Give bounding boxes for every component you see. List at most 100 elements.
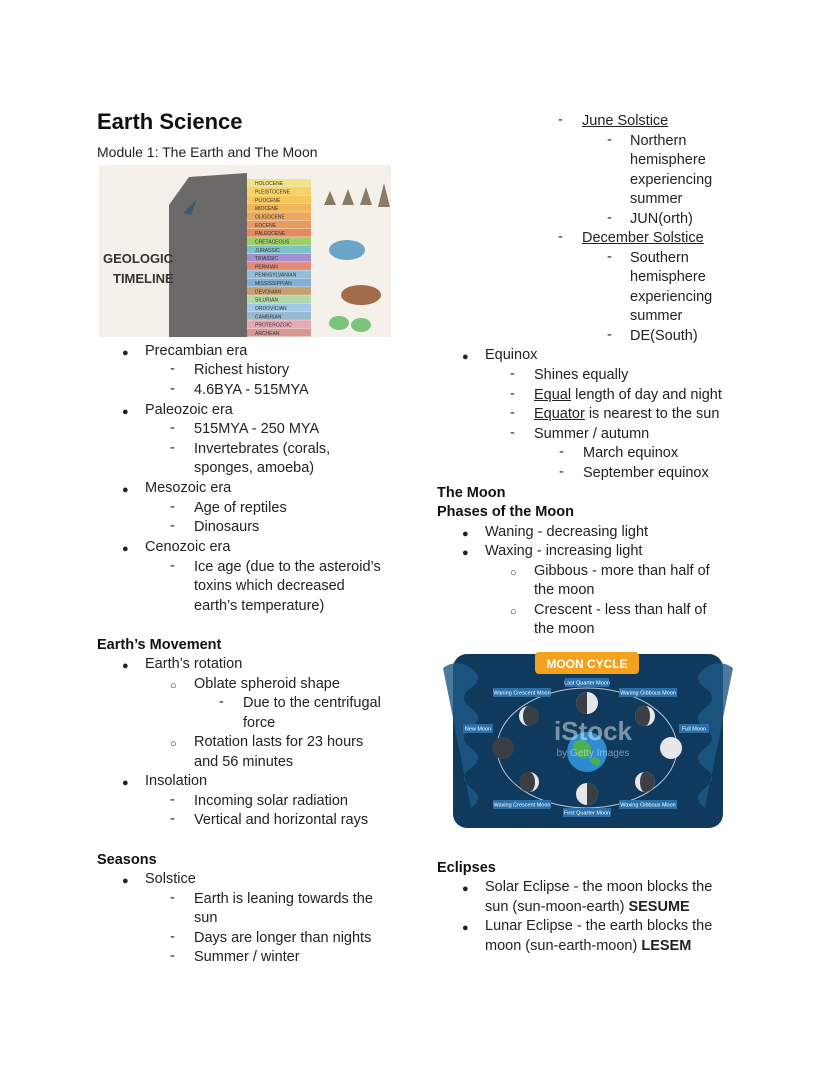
geologic-era-label: CAMBRIAN (255, 314, 282, 320)
movement-centrifugal-cont: force (243, 715, 276, 731)
equinox-item: Equal length of day and night (534, 386, 722, 406)
watermark-subtext: by Getty Images (557, 748, 630, 759)
moon-label-waxing-gibbous: Waxing Gibbous Moon (620, 803, 675, 809)
equinox-item: Equator is nearest to the sun (534, 405, 719, 425)
moon-new-icon (492, 737, 514, 759)
solstice-item-cont: sun (194, 910, 218, 926)
equinox-item: Summer / autumn (534, 426, 650, 442)
geologic-stratum (247, 220, 311, 229)
geologic-stratum (247, 295, 311, 304)
june-solstice-item: Northern (630, 133, 687, 149)
mesozoic-item: Age of reptiles (194, 500, 287, 516)
dash-icon: - (170, 558, 175, 574)
dash-icon: - (170, 811, 175, 827)
geologic-era-label: PLEISTOCENE (255, 190, 291, 196)
geologic-stratum (247, 203, 311, 212)
geologic-era-label: MIOCENE (255, 206, 279, 212)
dash-icon: - (170, 948, 175, 964)
equinox-label: Equinox (485, 347, 538, 363)
eclipse-solar: Solar Eclipse - the moon blocks the (485, 879, 713, 895)
geologic-era-label: DEVONIAN (255, 289, 282, 295)
bullet-icon: ● (462, 528, 469, 540)
dash-icon: - (170, 929, 175, 945)
bullet-icon: ● (122, 660, 129, 672)
dash-icon: - (170, 440, 175, 456)
dash-icon: - (219, 694, 224, 710)
geologic-stratum (247, 228, 311, 237)
solar-order: sun (sun-moon-earth) (485, 899, 629, 915)
era-precambian: Precambian era (145, 343, 248, 359)
geologic-stratum (247, 253, 311, 262)
section-heading-phases: Phases of the Moon (437, 504, 574, 520)
cenozoic-item-cont: toxins which decreased (194, 578, 345, 594)
geologic-stratum (247, 212, 311, 220)
dash-icon: - (170, 361, 175, 377)
equator-rest: is nearest to the sun (584, 406, 720, 422)
geologic-era-label: PENNSYLVANIAN (255, 273, 297, 279)
moon-cycle-title: MOON CYCLE (546, 657, 627, 671)
bullet-icon: ● (462, 351, 469, 363)
lunar-mnemonic: LESEM (641, 938, 692, 954)
solstice-item: Earth is leaning towards the (194, 891, 373, 907)
equal-rest: length of day and night (571, 387, 722, 403)
moon-label-full: Full Moon (682, 727, 706, 733)
moon-label-first-quarter: First Quarter Moon (564, 811, 610, 817)
geologic-stratum (247, 303, 311, 312)
dash-icon: - (510, 366, 515, 382)
precambian-item: 4.6BYA - 515MYA (194, 382, 309, 398)
geologic-stratum (247, 237, 311, 245)
solstice-item: Days are longer than nights (194, 930, 372, 946)
equinox-subitem: March equinox (583, 445, 679, 461)
precambian-item: Richest history (194, 362, 290, 378)
june-solstice-item-cont: experiencing (630, 172, 713, 188)
dash-icon: - (170, 518, 175, 534)
december-solstice-item-cont: hemisphere (630, 269, 706, 285)
movement-rotation: Earth’s rotation (145, 656, 243, 672)
moon-label-last-quarter: Last Quarter Moon (564, 681, 610, 687)
watermark-text: iStock (554, 716, 633, 746)
dash-icon: - (558, 229, 563, 245)
bullet-icon: ● (122, 777, 129, 789)
section-heading-movement: Earth’s Movement (97, 637, 222, 653)
geologic-era-label: PROTEROZOIC (255, 323, 292, 329)
era-cenozoic: Cenozoic era (145, 539, 231, 555)
moon-label-waxing-crescent: Waxing Crescent Moon (494, 803, 551, 809)
moon-waning-crescent-icon (519, 706, 539, 726)
bullet-icon: ● (122, 484, 129, 496)
geologic-era-label: CRETACEOUS (255, 239, 290, 245)
dash-icon: - (607, 327, 612, 343)
dash-icon: - (510, 405, 515, 421)
dash-icon: - (559, 444, 564, 460)
geologic-era-label: PALEOCENE (255, 231, 286, 237)
equal-word: Equal (534, 387, 572, 403)
insolation-item: Vertical and horizontal rays (194, 812, 369, 828)
circle-bullet-icon: ○ (170, 680, 177, 692)
geologic-era-label: EOCENE (255, 223, 277, 229)
equinox-subitem: September equinox (583, 465, 709, 481)
geologic-stratum (247, 312, 311, 320)
movement-lasts-cont: and 56 minutes (194, 754, 294, 770)
movement-oblate: Oblate spheroid shape (194, 676, 340, 692)
solstice-item: Summer / winter (194, 949, 300, 965)
bullet-icon: ● (122, 406, 129, 418)
geologic-era-label: SILURIAN (255, 298, 278, 304)
bullet-icon: ● (462, 547, 469, 559)
geologic-stratum (247, 287, 311, 295)
dash-icon: - (607, 249, 612, 265)
section-heading-moon: The Moon (437, 485, 506, 501)
moon-crescent-cont: the moon (534, 621, 595, 637)
moon-label-waning-gibbous: Waning Gibbous Moon (620, 691, 676, 697)
moon-gibbous: Gibbous - more than half of (534, 563, 710, 579)
geologic-era-label: HOLOCENE (255, 181, 284, 187)
era-paleozoic: Paleozoic era (145, 402, 233, 418)
insolation-item: Incoming solar radiation (194, 793, 348, 809)
dash-icon: - (170, 792, 175, 808)
movement-insolation: Insolation (145, 773, 208, 789)
june-solstice: June Solstice (582, 113, 669, 129)
bullet-icon: ● (462, 883, 469, 895)
section-heading-seasons: Seasons (97, 852, 157, 868)
dash-icon: - (170, 381, 175, 397)
geologic-label-2: TIMELINE (113, 271, 174, 286)
moon-cycle-image: MOON CYCLE New Moon Full Moon (443, 648, 733, 833)
geologic-label-1: GEOLOGIC (103, 251, 174, 266)
